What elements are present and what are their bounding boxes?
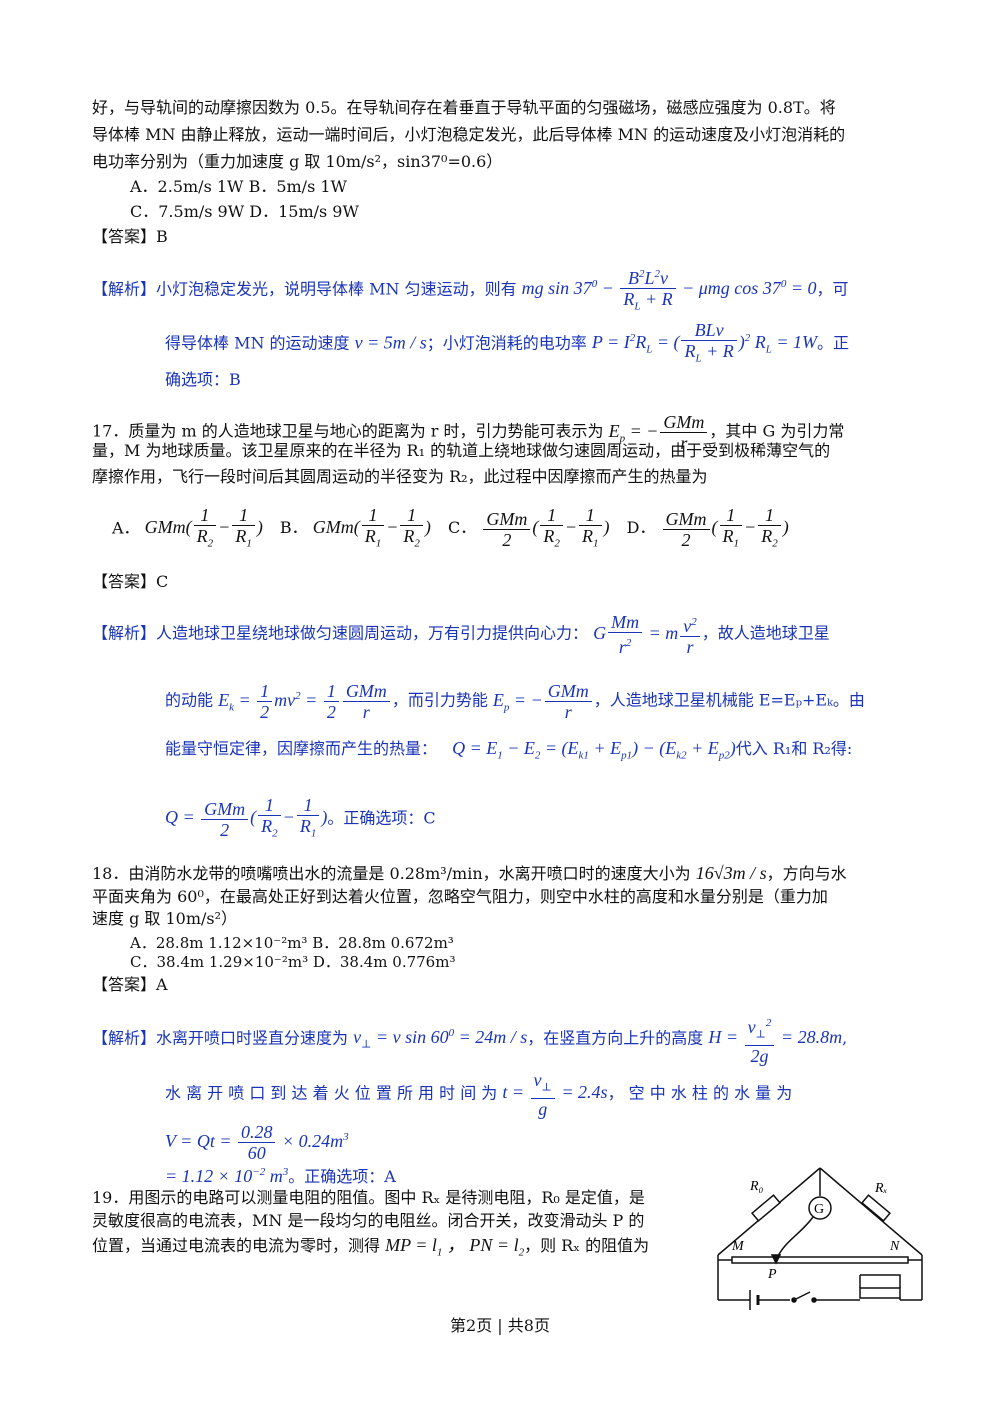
q19-stem-line-1: 19．用图示的电路可以测量电阻的阻值。图中 Rₓ 是待测电阻，R₀ 是定值，是 [92,1188,645,1207]
q19-resistor-rx [861,1194,891,1222]
q18-options-cd: C．38.4m 1.29×10⁻²m³ D．38.4m 0.776m³ [130,953,456,971]
q18-stem-line-3: 速度 g 取 10m/s²） [92,909,238,928]
q19-switch [793,1291,811,1301]
q16-answer: 【答案】B [92,227,168,246]
q18-equation-volume-result: = 1.12 × 10−2 m3 [165,1166,289,1186]
q17-equation-heat: Q = E1 − E2 = (Ek1 + Ep1) − (Ek2 + Ep2) [452,738,736,762]
q19-resistor-r0 [751,1194,781,1222]
q17-option-c-label: C． [448,518,477,538]
q18-stem-line-1: 18．由消防水龙带的喷嘴喷出水的流量是 0.28m³/min，水离开喷口时的速度… [92,863,847,883]
q18-equation-vertical-velocity: v⊥ = v sin 600 = 24m / s [353,1027,528,1052]
q18-equation-time: t = v⊥g = 2.4s [502,1070,608,1119]
q19-wire-slider [775,1216,814,1261]
q17-solution-line-3: 能量守恒定律，因摩擦而产生的热量： Q = E1 − E2 = (Ek1 + E… [165,738,853,762]
q16-line-1: 好，与导轨间的动摩擦因数为 0.5。在导轨间存在着垂直于导轨平面的匀强磁场，磁感… [92,98,836,117]
q18-equation-speed: 16√3m / s [695,863,767,883]
q16-options-ab: A．2.5m/s 1W B．5m/s 1W [130,177,347,196]
q19-slider-p [770,1254,782,1265]
q17-option-d-label: D． [626,518,656,538]
q16-line-2: 导体棒 MN 由静止释放，运动一端时间后，小灯泡稳定发光，此后导体棒 MN 的运… [92,125,846,144]
q16-solution-text: 小灯泡稳定发光，说明导体棒 MN 匀速运动，则有 [156,279,517,299]
q19-circuit-diagram: R₀ Rₓ G M N P [717,1167,923,1310]
q19-equation-lengths: MP = l1 ， PN = l2 [385,1235,525,1259]
q16-solution-line-2: 得导体棒 MN 的运动速度 v = 5m / s；小灯泡消耗的电功率 P = I… [165,320,850,365]
q19-label-m: M [731,1239,745,1254]
q19-label-rx: Rₓ [874,1181,888,1196]
q18-options-ab: A．28.8m 1.12×10⁻²m³ B．28.8m 0.672m³ [130,934,454,952]
q17-answer: 【答案】C [92,572,169,591]
q17-stem-line-1: 17．质量为 m 的人造地球卫星与地心的距离为 r 时，引力势能可表示为 Ep … [92,412,845,453]
q16-equation-velocity: v = 5m / s [354,332,427,353]
q18-solution-line-4: = 1.12 × 10−2 m3。正确选项：A [165,1166,396,1186]
q19-stem-line-2: 灵敏度很高的电流表，MN 是一段均匀的电阻丝。闭合开关，改变滑动头 P 的 [92,1211,645,1230]
q19-stem-line-3: 位置，当通过电流表的电流为零时，测得 MP = l1 ， PN = l2，则 R… [92,1235,650,1259]
q18-answer: 【答案】A [92,975,168,994]
q18-solution-line-1: 【解析】水离开喷口时竖直分速度为 v⊥ = v sin 600 = 24m / … [92,1013,847,1066]
q19-label-g: G [814,1202,824,1217]
q19-galvanometer [808,1196,832,1220]
q16-options-cd: C．7.5m/s 9W D．15m/s 9W [130,202,359,221]
q16-solution-label: 【解析】 [92,279,157,299]
q17-stem-line-2: 量，M 为地球质量。该卫星原来的在半径为 R₁ 的轨道上绕地球做匀速圆周运动，由… [92,441,831,460]
q17-stem-line-3: 摩擦作用，飞行一段时间后其圆周运动的半径变为 R₂，此过程中因摩擦而产生的热量为 [92,467,708,486]
q19-label-n: N [889,1239,900,1254]
q17-option-a-label: A． [112,518,140,538]
q19-label-p: P [767,1267,777,1282]
q18-stem-line-2: 平面夹角为 60⁰，在最高处正好到达着火位置，忽略空气阻力，则空中水柱的高度和水… [92,887,828,906]
q19-rheostat [859,1287,901,1299]
q16-solution-line-3: 确选项：B [165,370,241,389]
q19-resistance-wire-mn [731,1256,909,1264]
q16-line-3: 电功率分别为（重力加速度 g 取 10m/s²，sin37⁰=0.6） [92,152,503,171]
q19-wire-right-arm [819,1167,923,1256]
q16-solution-line-1: 【解析】小灯泡稳定发光，说明导体棒 MN 匀速运动，则有 mg sin 370 … [92,264,848,317]
page-footer: 第2页 | 共8页 [450,1316,550,1335]
q19-label-r0: R₀ [749,1179,764,1194]
q17-option-b-label: B． [279,518,308,538]
q18-solution-line-2: 水 离 开 喷 口 到 达 着 火 位 置 所 用 时 间 为 t = v⊥g … [165,1070,793,1119]
